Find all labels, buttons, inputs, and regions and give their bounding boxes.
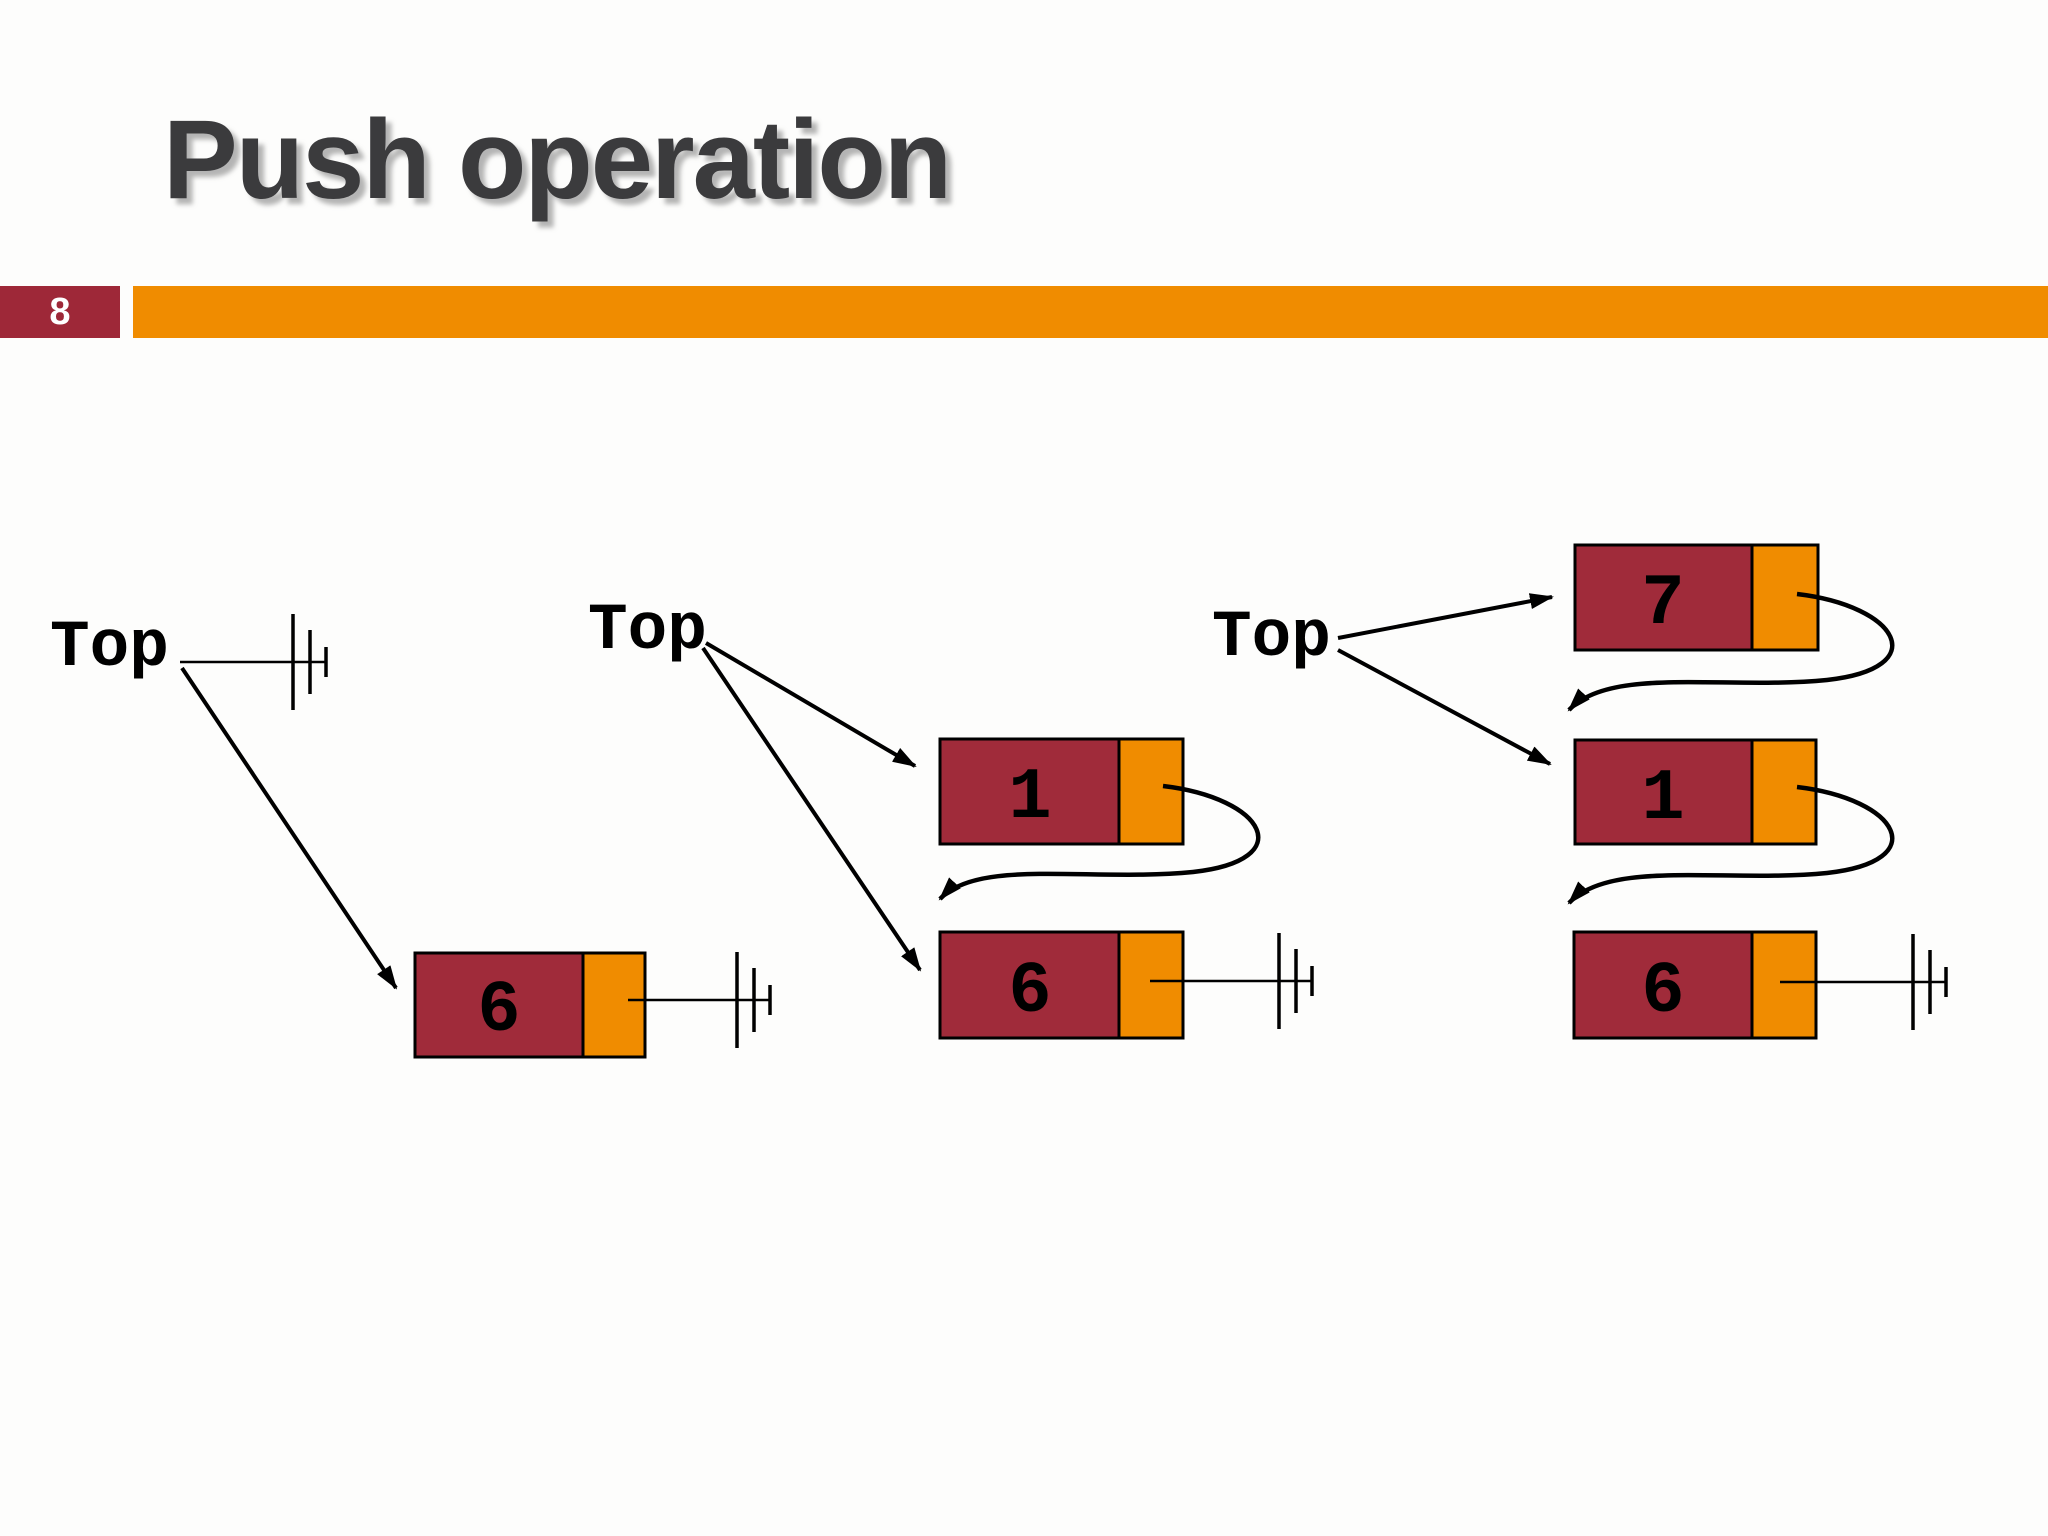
top-arrow xyxy=(1337,648,1552,766)
node-value-cell xyxy=(1573,543,1754,652)
node-pointer-cell xyxy=(581,951,647,1059)
node-pointer-cell xyxy=(1750,738,1818,846)
top-arrow xyxy=(1337,593,1554,640)
page-title: Push operation xyxy=(163,97,952,222)
next-pointer-curve xyxy=(1567,784,1895,905)
node-value-cell xyxy=(1572,930,1754,1040)
node: 6 xyxy=(938,930,1185,1040)
node: 1 xyxy=(1573,738,1818,846)
page-number-badge: 8 xyxy=(0,286,120,338)
node-value: 6 xyxy=(477,970,520,1052)
stack-state-2: Top 1 6 xyxy=(588,593,1314,1040)
next-pointer-curve xyxy=(1567,591,1895,712)
top-arrow xyxy=(704,641,917,768)
node-value-cell xyxy=(938,930,1121,1040)
stack-state-1: Top 6 xyxy=(50,610,772,1059)
node-value-cell xyxy=(938,737,1121,846)
top-label: Top xyxy=(588,593,707,668)
node-value: 7 xyxy=(1641,563,1684,645)
top-arrow xyxy=(701,646,922,972)
next-pointer-curve xyxy=(938,783,1261,901)
node-value: 6 xyxy=(1641,951,1684,1033)
top-label: Top xyxy=(50,610,169,685)
node-value: 1 xyxy=(1641,758,1684,840)
node-pointer-cell xyxy=(1117,737,1185,846)
node: 6 xyxy=(413,951,647,1059)
node-pointer-cell xyxy=(1750,930,1818,1040)
node: 6 xyxy=(1572,930,1818,1040)
node: 1 xyxy=(938,737,1185,846)
top-arrow xyxy=(180,666,398,990)
node-value: 1 xyxy=(1008,757,1051,839)
top-label: Top xyxy=(1212,600,1331,675)
node: 7 xyxy=(1573,543,1820,652)
accent-bar xyxy=(133,286,2048,338)
node-value: 6 xyxy=(1008,951,1051,1033)
node-value-cell xyxy=(413,951,585,1059)
node-pointer-cell xyxy=(1117,930,1185,1040)
stack-state-3: Top 7 1 6 xyxy=(1212,543,1948,1040)
page-number-text: 8 xyxy=(49,290,71,333)
